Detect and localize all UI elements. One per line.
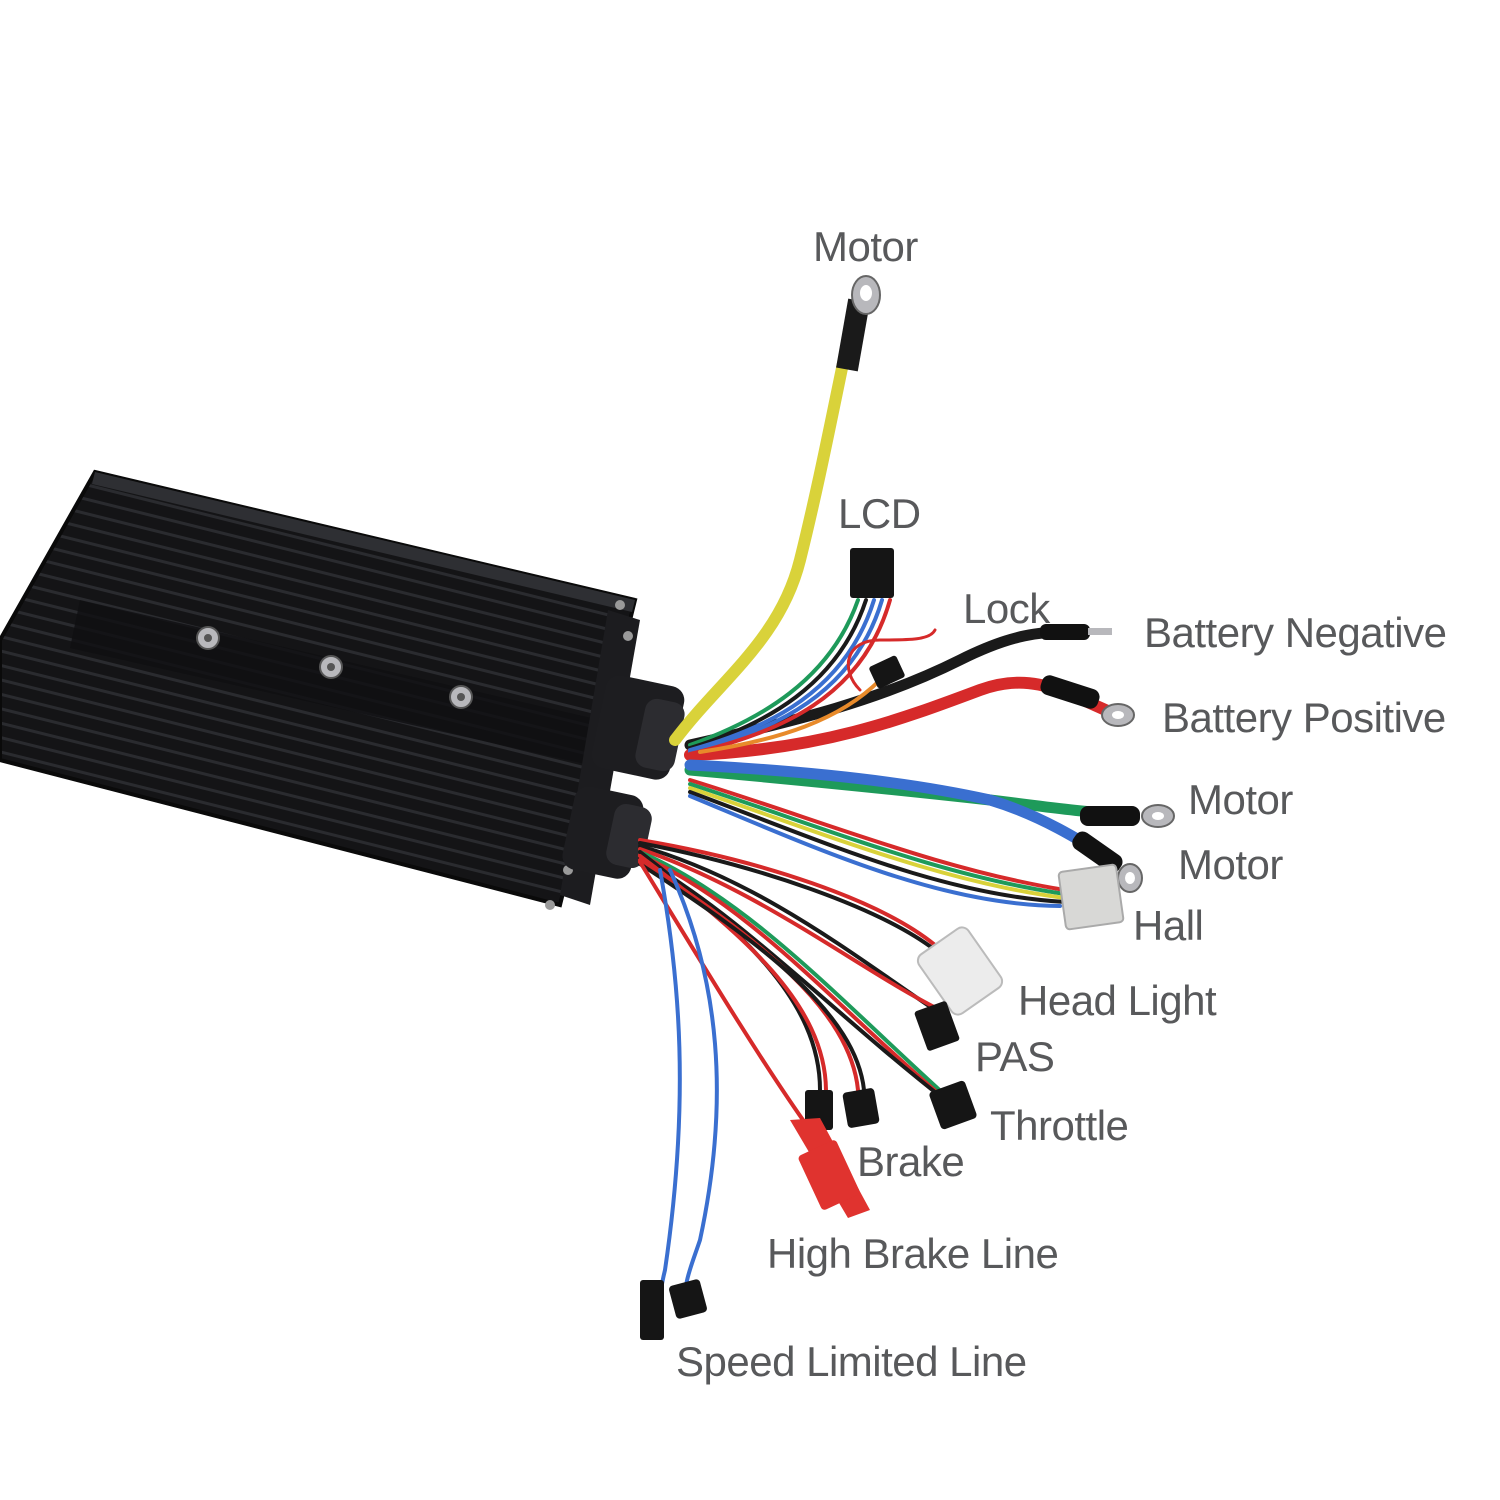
battery-negative-terminal-icon [1040,624,1112,640]
label-throttle: Throttle [990,1102,1129,1149]
label-motor-top: Motor [813,223,918,270]
screw-icon [449,685,473,709]
motor-blue-terminal-icon [1072,831,1143,893]
screw-icon [196,626,220,650]
high-brake-connector-icon [790,1118,870,1218]
label-head-light: Head Light [1018,977,1217,1024]
hall-connector-icon [1057,863,1125,931]
label-high-brake-line: High Brake Line [767,1230,1059,1277]
throttle-connector-icon [929,1080,977,1130]
battery-positive-terminal-icon [1040,675,1135,727]
speed-limited-connector-icon [640,1279,707,1340]
lock-connector-icon [869,655,905,689]
label-hall: Hall [1133,902,1204,949]
wire-motor-green [684,764,1136,821]
label-brake: Brake [857,1138,965,1185]
screw-icon [319,655,343,679]
wire-motor-blue [684,759,1121,868]
label-motor-green: Motor [1188,776,1293,823]
cable-gland-upper [591,675,685,780]
label-motor-blue: Motor [1178,841,1283,888]
controller-box [0,469,640,910]
label-lock: Lock [963,585,1050,632]
label-battery-positive: Battery Positive [1162,694,1446,741]
label-speed-limited-line: Speed Limited Line [676,1338,1027,1385]
wire-motor-yellow [669,324,856,746]
label-battery-negative: Battery Negative [1144,609,1447,656]
ring-terminal-icon [836,275,881,372]
head-light-connector-icon [916,926,1004,1016]
label-pas: PAS [975,1033,1055,1080]
label-lcd: LCD [838,490,921,537]
lcd-connector-icon [850,548,894,598]
pas-connector-icon [914,1001,960,1051]
motor-green-terminal-icon [1080,804,1175,828]
